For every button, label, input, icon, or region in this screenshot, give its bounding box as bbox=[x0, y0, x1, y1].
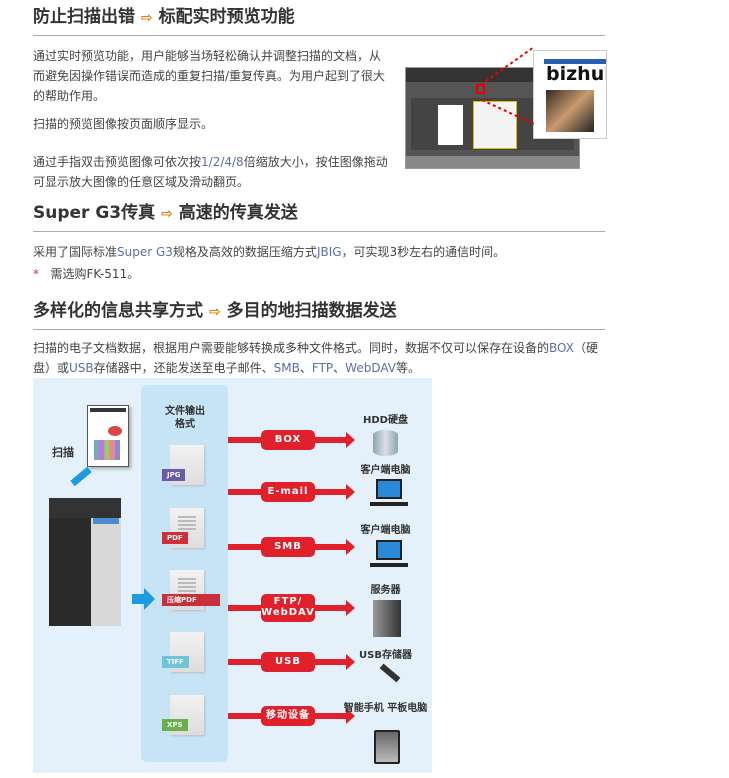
section-heading-preview: 防止扫描出错 ⇨ 标配实时预览功能 bbox=[33, 6, 605, 36]
mfp-printer-image bbox=[49, 498, 121, 628]
route-label-email: E-mail bbox=[261, 482, 315, 502]
dest-client-pc: 客户端电脑 bbox=[360, 525, 411, 536]
zoom-callout-lines bbox=[475, 46, 537, 126]
scan-destination-diagram: 文件输出格式 扫描 JPG PDF 压缩PDF TIFF XPS BOX E-m… bbox=[33, 378, 432, 773]
usb-stick-icon bbox=[379, 663, 401, 683]
jpg-file-icon: JPG bbox=[162, 445, 204, 485]
dest-client-pc: 客户端电脑 bbox=[360, 465, 411, 476]
preview-description: 通过实时预览功能，用户能够当场轻松确认并调整扫描的文档，从而避免因操作错误而造成… bbox=[33, 49, 386, 103]
server-icon bbox=[373, 600, 401, 637]
dest-hdd: HDD硬盘 bbox=[363, 415, 408, 426]
preview-zoom-text: 通过手指双击预览图像可依次按1/2/4/8倍缩放大小，按住图像拖动可显示放大图像… bbox=[33, 155, 388, 189]
route-label-smb: SMB bbox=[261, 537, 315, 557]
compressed-pdf-file-icon: 压缩PDF bbox=[162, 570, 220, 610]
preview-zoom-popup: bizhub bbox=[533, 50, 607, 139]
route-label-usb: USB bbox=[261, 652, 315, 672]
preview-order-text: 扫描的预览图像按页面顺序显示。 bbox=[33, 117, 214, 131]
scanned-document-icon bbox=[87, 405, 129, 467]
column-title: 文件输出格式 bbox=[165, 406, 205, 430]
dest-mobile: 智能手机 平板电脑 bbox=[343, 703, 428, 714]
fax-description: 采用了国际标准Super G3规格及高效的数据压缩方式JBIG，可实现3秒左右的… bbox=[33, 245, 506, 259]
fax-note: * 需选购FK-511。 bbox=[33, 267, 140, 281]
pc-icon bbox=[376, 479, 402, 499]
keyboard-icon bbox=[370, 563, 408, 567]
xps-file-icon: XPS bbox=[162, 695, 204, 735]
pc-icon bbox=[376, 540, 402, 560]
input-arrow-icon bbox=[132, 594, 144, 604]
route-label-mobile: 移动设备 bbox=[261, 706, 315, 726]
dest-server: 服务器 bbox=[370, 585, 401, 596]
route-label-box: BOX bbox=[261, 430, 315, 450]
bizhub-logo: bizhub bbox=[546, 63, 606, 85]
route-label-ftp: FTP/ WebDAV bbox=[261, 594, 315, 622]
section-heading-fax: Super G3传真 ⇨ 高速的传真发送 bbox=[33, 202, 605, 232]
pdf-file-icon: PDF bbox=[162, 508, 204, 548]
scan-label: 扫描 bbox=[52, 446, 74, 459]
keyboard-icon bbox=[370, 502, 408, 506]
scan-arrow-icon bbox=[70, 466, 92, 487]
sharing-description: 扫描的电子文档数据，根据用户需要能够转换成多种文件格式。同时，数据不仅可以保存在… bbox=[33, 341, 598, 375]
tablet-icon bbox=[374, 730, 400, 764]
dest-usb: USB存储器 bbox=[359, 650, 412, 661]
hdd-icon bbox=[373, 430, 398, 456]
tiff-file-icon: TIFF bbox=[162, 632, 204, 672]
section-heading-sharing: 多样化的信息共享方式 ⇨ 多目的地扫描数据发送 bbox=[33, 300, 605, 330]
input-arrow-head bbox=[144, 588, 155, 610]
